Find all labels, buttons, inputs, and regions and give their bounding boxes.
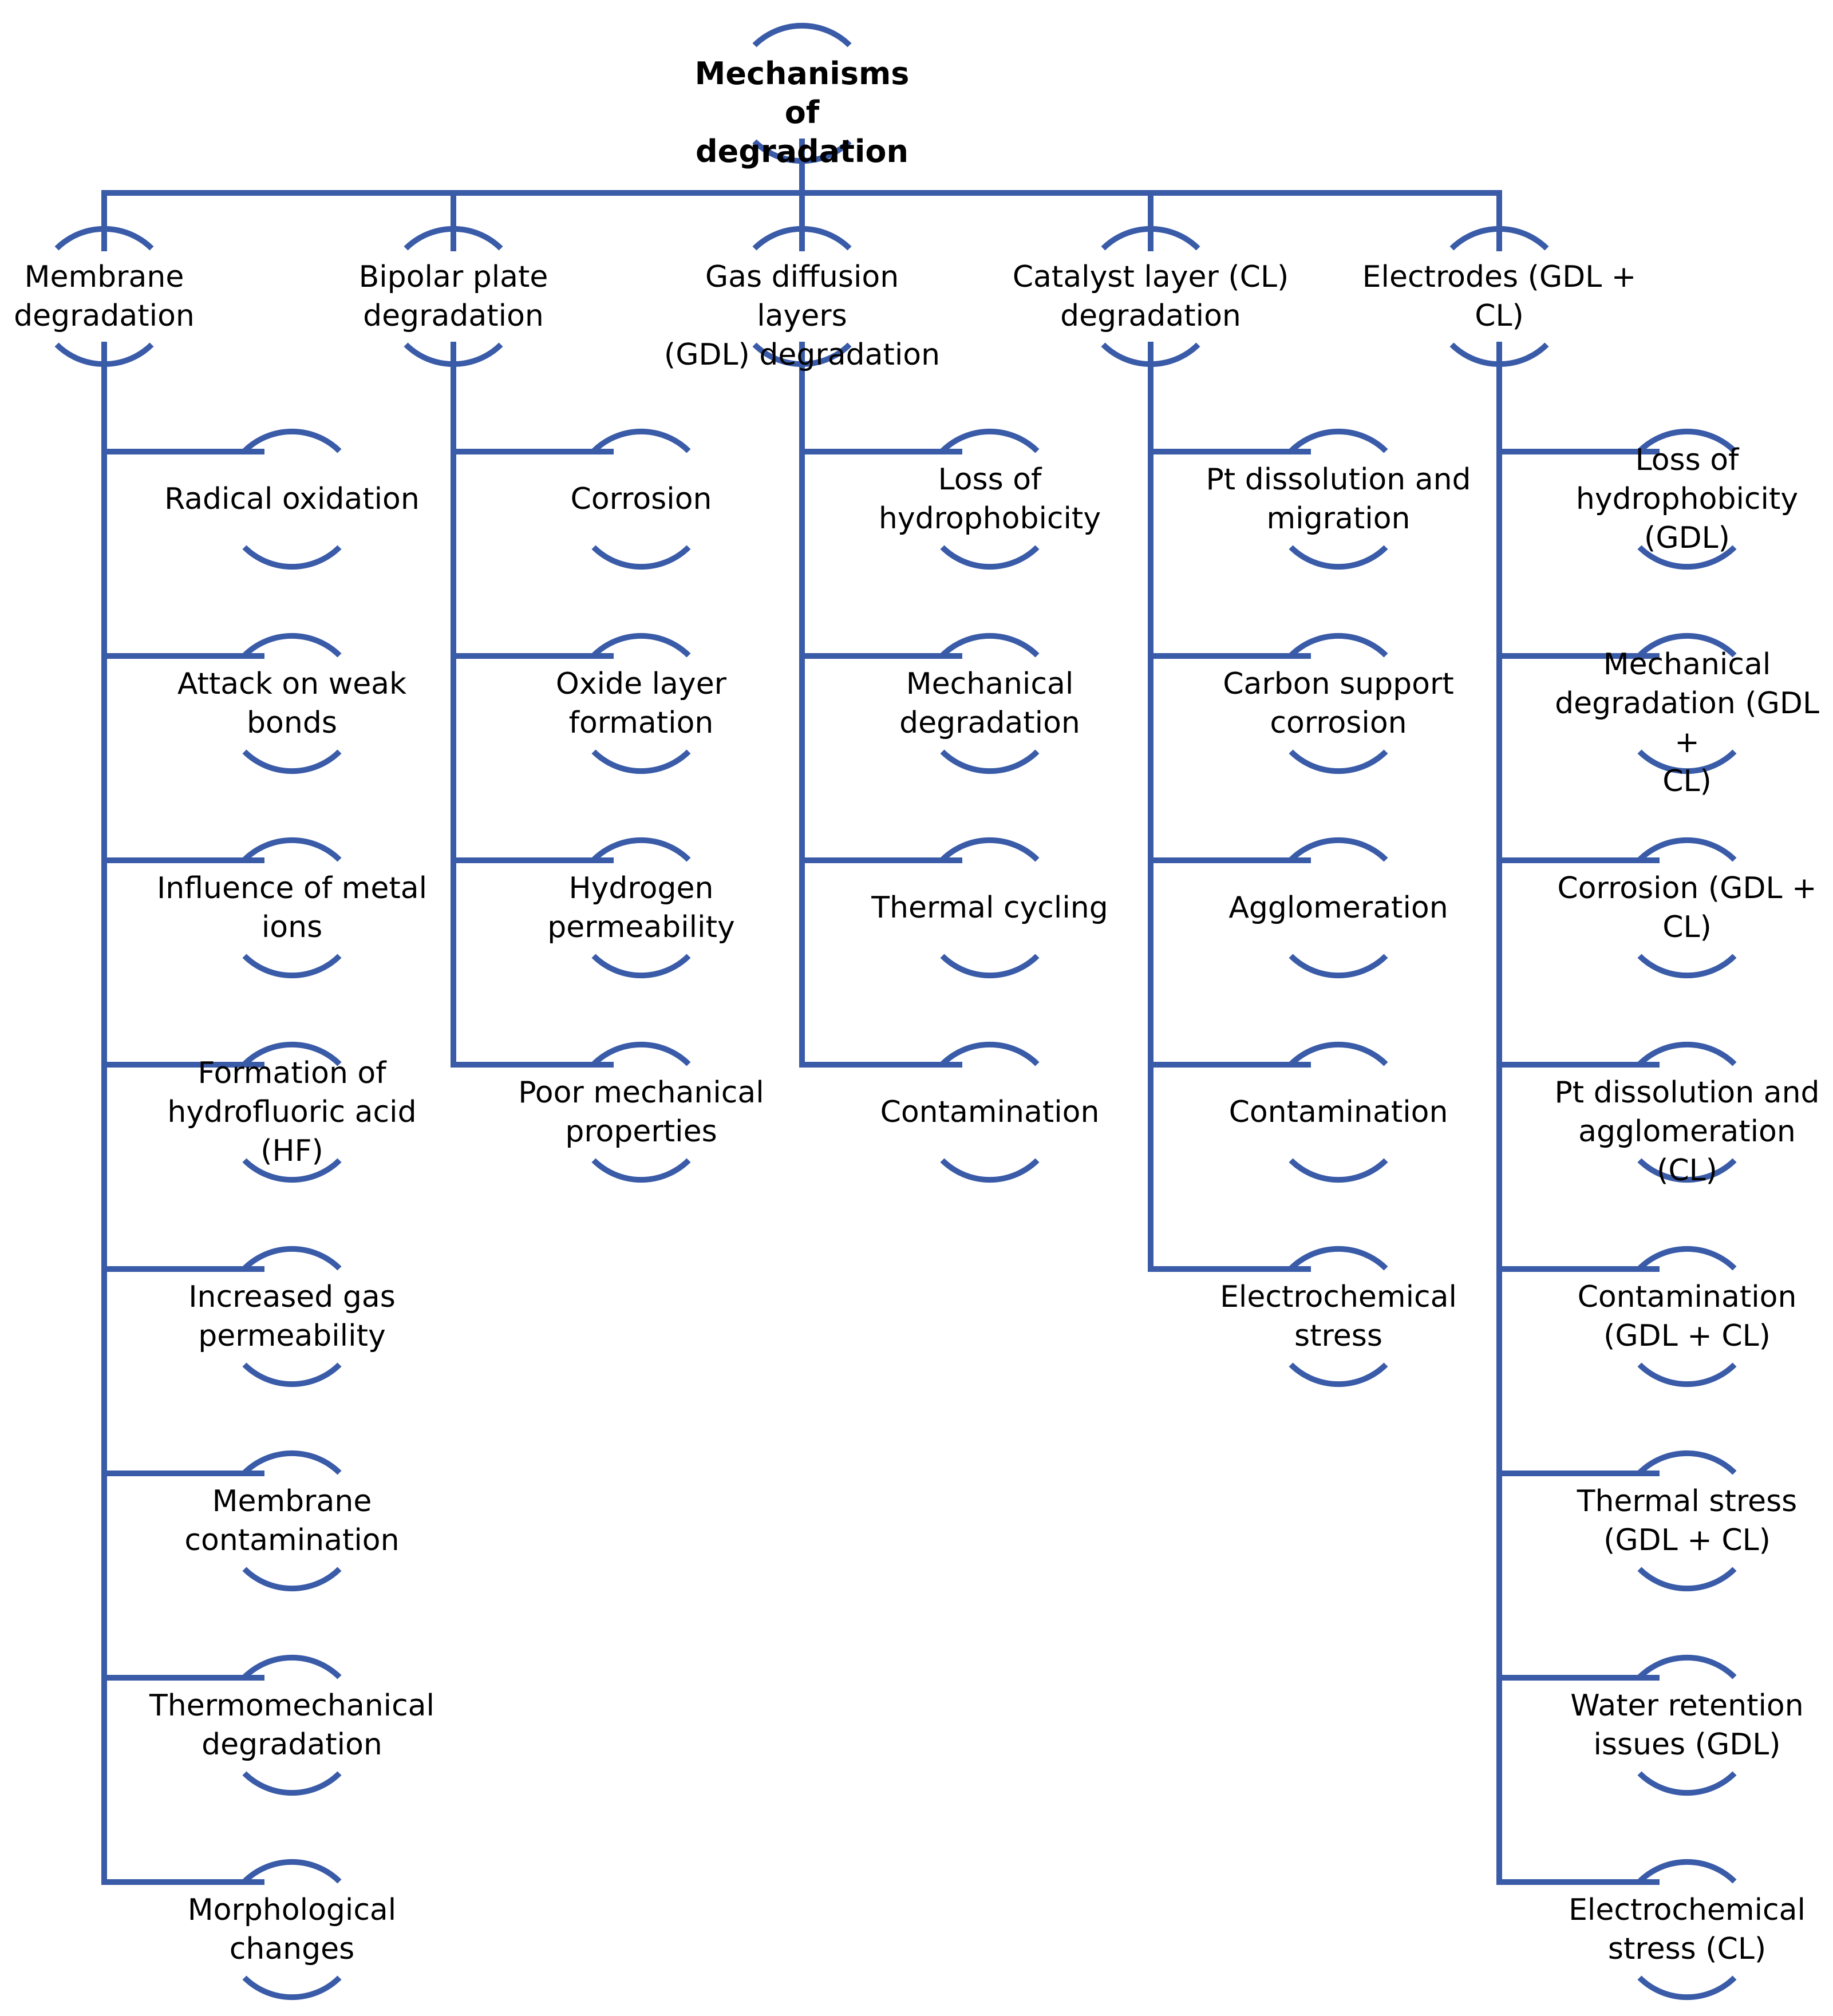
item-node-label: Mechanical degradation bbox=[899, 667, 1080, 740]
item-node-outline bbox=[1637, 428, 1737, 570]
item-node-label: Radical oxidation bbox=[164, 482, 420, 516]
item-node-label: Morphological changes bbox=[187, 1893, 397, 1966]
item-node-label: Electrochemical stress bbox=[1220, 1280, 1457, 1353]
item-node-outline bbox=[1637, 1859, 1737, 2001]
item-node-outline bbox=[242, 1859, 342, 2001]
item-node-outline bbox=[1289, 837, 1388, 979]
item-node-outline bbox=[1637, 837, 1737, 979]
item-node-label: Corrosion (GDL + CL) bbox=[1557, 871, 1817, 944]
item-node-label: Thermal cycling bbox=[871, 891, 1108, 925]
item-node-label: Contamination bbox=[880, 1095, 1100, 1129]
item-node-outline bbox=[1637, 1246, 1737, 1388]
item-node-label: Contamination bbox=[1228, 1095, 1448, 1129]
item-node-outline bbox=[1289, 1041, 1388, 1183]
item-node-outline bbox=[940, 837, 1040, 979]
item-node-label: Loss of hydrophobicity (GDL) bbox=[1575, 443, 1799, 555]
item-node-label: Water retention issues (GDL) bbox=[1570, 1689, 1804, 1762]
category-node-label: Membrane degradation bbox=[14, 260, 195, 333]
category-node-label: Bipolar plate degradation bbox=[358, 260, 548, 333]
item-node-label: Pt dissolution and agglomeration (CL) bbox=[1554, 1076, 1820, 1188]
item-node-outline bbox=[1637, 633, 1737, 774]
item-node-outline bbox=[1637, 1041, 1737, 1183]
item-node-label: Hydrogen permeability bbox=[547, 871, 735, 944]
item-node-label: Influence of metal ions bbox=[156, 871, 428, 944]
item-node-label: Attack on weak bonds bbox=[177, 667, 407, 740]
item-node-outline bbox=[242, 1654, 342, 1796]
item-node-label: Agglomeration bbox=[1228, 891, 1448, 925]
item-node-label: Corrosion bbox=[570, 482, 712, 516]
item-node-outline bbox=[591, 837, 691, 979]
item-node-outline bbox=[1289, 428, 1388, 570]
item-node-outline bbox=[1637, 1654, 1737, 1796]
item-node-outline bbox=[242, 1246, 342, 1388]
item-node-outline bbox=[940, 1041, 1040, 1183]
item-node-outline bbox=[940, 633, 1040, 774]
item-node-label: Increased gas permeability bbox=[188, 1280, 396, 1353]
item-node-outline bbox=[1289, 633, 1388, 774]
item-node-label: Oxide layer formation bbox=[555, 667, 727, 740]
item-node-label: Pt dissolution and migration bbox=[1206, 463, 1471, 536]
item-node-outline bbox=[591, 428, 691, 570]
category-node-label: Catalyst layer (CL) degradation bbox=[1012, 260, 1289, 333]
item-node-label: Thermal stress (GDL + CL) bbox=[1577, 1484, 1798, 1558]
item-node-label: Formation of hydrofluoric acid (HF) bbox=[167, 1056, 417, 1168]
item-node-outline bbox=[242, 1450, 342, 1592]
category-node-label: Electrodes (GDL + CL) bbox=[1362, 260, 1637, 333]
item-node-label: Mechanical degradation (GDL + CL) bbox=[1555, 647, 1819, 799]
root-node-title: Mechanisms of degradation bbox=[694, 56, 910, 169]
category-node-label: Gas diffusion layers (GDL) degradation bbox=[663, 260, 941, 372]
item-node-outline bbox=[591, 1041, 691, 1183]
item-node-outline bbox=[940, 428, 1040, 570]
item-node-outline bbox=[242, 428, 342, 570]
item-node-label: Thermomechanical degradation bbox=[149, 1689, 434, 1762]
item-node-label: Loss of hydrophobicity bbox=[878, 463, 1101, 536]
item-node-outline bbox=[591, 633, 691, 774]
item-node-outline bbox=[242, 633, 342, 774]
item-node-outline bbox=[1637, 1450, 1737, 1592]
item-node-label: Carbon support corrosion bbox=[1223, 667, 1454, 740]
item-node-outline bbox=[242, 1041, 342, 1183]
item-node-label: Poor mechanical properties bbox=[518, 1076, 764, 1149]
item-node-outline bbox=[1289, 1246, 1388, 1388]
item-node-label: Electrochemical stress (CL) bbox=[1569, 1893, 1806, 1966]
item-node-label: Contamination (GDL + CL) bbox=[1577, 1280, 1797, 1353]
item-node-label: Membrane contamination bbox=[184, 1484, 400, 1558]
item-node-outline bbox=[242, 837, 342, 979]
